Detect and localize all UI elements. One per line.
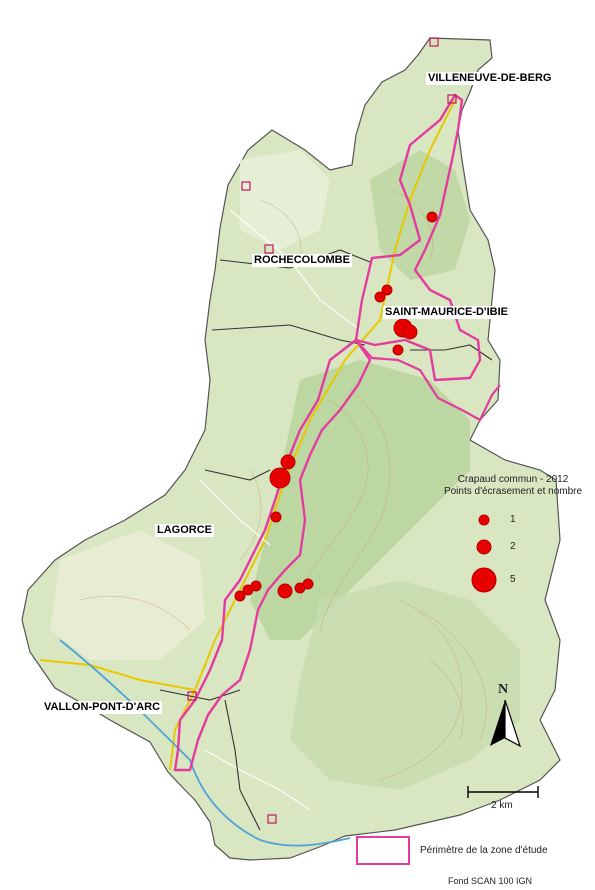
north-arrow (490, 699, 522, 748)
forest-zone (50, 530, 205, 660)
legend-size-2-label: 2 (510, 541, 516, 552)
legend-marker-1 (478, 514, 490, 526)
map-source: Fond SCAN 100 IGN (448, 876, 533, 886)
commune-lagorce: LAGORCE (155, 524, 214, 537)
village-markers (187, 37, 457, 824)
commune-saint-maurice-d-ibie: SAINT-MAURICE-D'IBIE (383, 306, 511, 319)
collision-point (302, 578, 314, 590)
legend-size-5-label: 5 (510, 574, 516, 585)
collision-point (402, 324, 418, 340)
commune-vallon-pont-d-arc: VALLON-PONT-D'ARC (42, 701, 163, 714)
legend-title-line1: Crapaud commun - 2012 (457, 474, 569, 485)
scale-bar (467, 786, 539, 798)
legend-marker-2 (476, 539, 492, 555)
minor-roads (199, 209, 361, 811)
forest-zone (290, 580, 520, 790)
scale-label: 2 km (491, 800, 513, 811)
legend-size-1-label: 1 (510, 514, 516, 525)
collision-point (270, 511, 282, 523)
legend-title: Crapaud commun - 2012 Points d'écrasemen… (428, 474, 595, 498)
collision-point (374, 291, 386, 303)
collision-point (392, 344, 404, 356)
legend-marker-5 (471, 567, 497, 593)
perimeter-legend-swatch (356, 836, 410, 865)
forest-zone (240, 150, 330, 250)
study-perimeter (173, 93, 482, 772)
collision-point (234, 590, 246, 602)
perimeter-legend-label: Périmètre de la zone d'étude (420, 845, 548, 856)
contour-lines (79, 189, 487, 781)
collision-point (277, 583, 293, 599)
study-perimeter-branch (355, 339, 501, 422)
collision-point (250, 580, 262, 592)
north-label: N (498, 682, 509, 697)
collision-points (234, 211, 438, 602)
collision-point (269, 467, 291, 489)
legend-title-line2: Points d'écrasement et nombre (443, 486, 583, 497)
collision-point (426, 211, 438, 223)
commune-villeneuve-de-berg: VILLENEUVE-DE-BERG (426, 72, 554, 85)
commune-rochecolombe: ROCHECOLOMBE (252, 254, 352, 267)
river (59, 639, 351, 847)
collision-point (280, 454, 296, 470)
roads (39, 99, 456, 771)
collision-point (381, 284, 393, 296)
